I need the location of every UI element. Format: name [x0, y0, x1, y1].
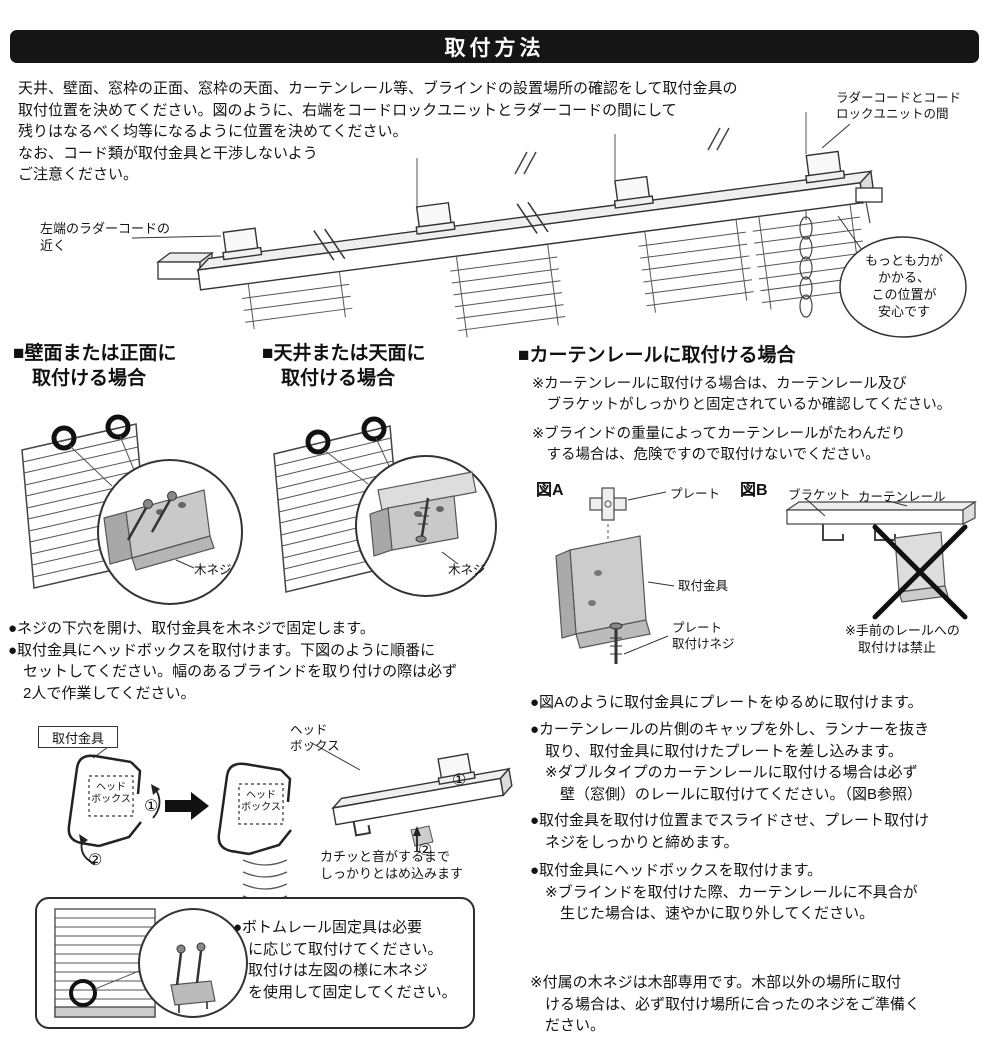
assembly-headbox-tag-2: ヘッド ボックス	[241, 790, 281, 813]
rail-illustration	[131, 112, 967, 338]
fig-a-label-plate: プレート	[670, 487, 721, 501]
fig-b-label-rail: カーテンレール	[858, 490, 946, 504]
footnote-text: ※付属の木ネジは木部専用です。木部以外の場所に取付 ける場合は、必ず取付け場所に…	[530, 974, 921, 1034]
fig-b-title: 図B	[740, 482, 768, 499]
fig-a-illustration	[555, 487, 675, 664]
ceiling-mount-illustration	[273, 416, 497, 597]
fig-a-label-screw: プレート 取付けネジ	[672, 621, 735, 651]
wall-mount-illustration	[21, 414, 243, 605]
assembly-step-2-mark: ②	[88, 852, 103, 869]
rail-step-2-mark: ②	[418, 842, 433, 859]
curtain-step-2: ●カーテンレールの片側のキャップを外し、ランナーを抜き 取り、取付金具に取付けた…	[530, 721, 930, 803]
rail-step-1-mark: ①	[452, 772, 467, 789]
fig-a-title: 図A	[536, 482, 564, 499]
ceiling-section-heading: ■天井または天面に 取付ける場合	[262, 343, 426, 389]
curtain-step-4: ●取付金具にヘッドボックスを取付けます。 ※ブラインドを取付けた際、カーテンレー…	[530, 862, 918, 922]
install-steps-text: ●ネジの下穴を開け、取付金具を木ネジで固定します。 ●取付金具にヘッドボックスを…	[8, 620, 458, 702]
assembly-bracket-tag: 取付金具	[38, 726, 118, 748]
wall-section-heading: ■壁面または正面に 取付ける場合	[13, 343, 177, 389]
rail-bubble-note: もっとも力が かかる、 この位置が 安心です	[864, 253, 943, 319]
curtain-step-1: ●図Aのように取付金具にプレートをゆるめに取付けます。	[530, 694, 923, 711]
assembly-headbox-tag-1: ヘッド ボックス	[91, 782, 131, 805]
header-bar: 取付方法	[10, 30, 979, 63]
page-title: 取付方法	[444, 36, 545, 60]
rail-label-left-ladder: 左端のラダーコードの 近く	[40, 221, 171, 253]
fig-b-caption: ※手前のレールへの 取付けは禁止	[845, 623, 960, 655]
curtain-note-1: ※カーテンレールに取付ける場合は、カーテンレール及び ブラケットがしっかりと固定…	[532, 376, 952, 413]
bottom-rail-box: ●ボトムレール固定具は必要 に応じて取付けてください。 取付けは左図の様に木ネジ…	[35, 897, 475, 1029]
curtain-note-2: ※ブラインドの重量によってカーテンレールがたわんだり する場合は、危険ですので取…	[532, 426, 906, 463]
fig-a-label-bracket: 取付金具	[678, 579, 729, 593]
wall-screw-label: 木ネジ	[194, 563, 232, 577]
bottom-rail-text: ●ボトムレール固定具は必要 に応じて取付けてください。 取付けは左図の様に木ネジ…	[233, 919, 457, 1001]
assembly-illustration	[67, 741, 513, 902]
intro-text: 天井、壁面、窓枠の正面、窓枠の天面、カーテンレール等、ブラインドの設置場所の確認…	[18, 80, 738, 183]
ceiling-screw-label: 木ネジ	[448, 563, 486, 577]
curtain-section-heading: ■カーテンレールに取付ける場合	[518, 345, 796, 366]
bottom-rail-illustration	[54, 908, 248, 1018]
assembly-step-1-mark: ①	[144, 798, 159, 815]
fig-b-illustration	[785, 497, 977, 620]
curtain-step-3: ●取付金具を取付け位置までスライドさせ、プレート取付け ネジをしっかりと締めます…	[530, 812, 930, 851]
assembly-headbox-label: ヘッド ボックス	[290, 723, 340, 753]
rail-label-cordlock: ラダーコードとコード ロックユニットの間	[836, 91, 962, 121]
fig-b-label-bracket: ブラケット	[788, 488, 851, 502]
assembly-caption: カチッと音がするまで しっかりとはめ込みます	[320, 849, 464, 881]
